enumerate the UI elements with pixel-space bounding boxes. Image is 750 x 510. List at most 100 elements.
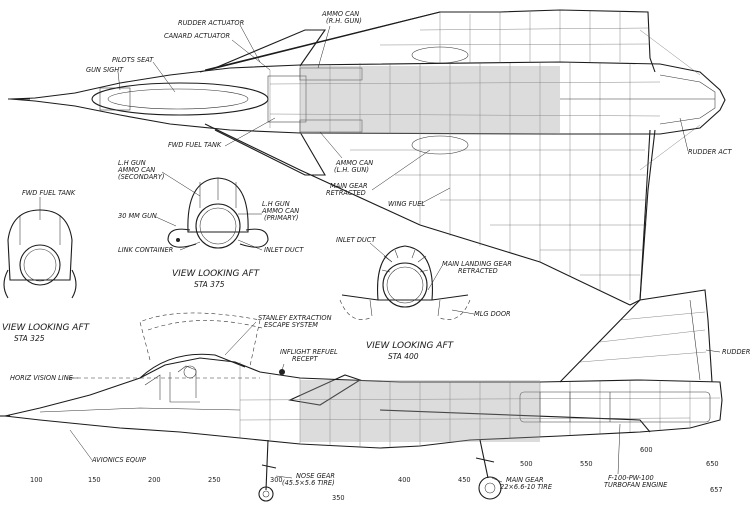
plan-ammo-can-lh [299, 119, 363, 133]
plan-structure-grid [269, 10, 701, 300]
label-gun-sight: GUN SIGHT [86, 66, 124, 74]
label-wing-fuel: WING FUEL [388, 200, 425, 208]
station-350: 350 [332, 494, 345, 502]
label-canard-actuator: CANARD ACTUATOR [164, 32, 230, 40]
sta400-wing-root [341, 294, 469, 301]
side-fuselage [4, 357, 723, 449]
plan-lower-wing-trailing-edge [639, 129, 651, 301]
sta375-guns [167, 228, 269, 248]
station-450: 450 [458, 476, 471, 484]
plan-upper-wing-leading-edge [204, 11, 441, 71]
side-engine [519, 391, 711, 423]
station-scale: 100 150 200 250 300 350 400 450 500 550 … [30, 446, 723, 502]
station-550: 550 [580, 460, 593, 468]
label-pilots-seat: PILOTS SEAT [112, 56, 154, 64]
station-300: 300 [270, 476, 283, 484]
plan-canard-upper [214, 29, 327, 69]
side-canopy-open [139, 312, 261, 367]
plan-fuselage [9, 61, 726, 135]
side-nose-wheel-hub [262, 490, 270, 498]
side-wing [379, 409, 651, 433]
sta400-gear-struts [369, 299, 441, 317]
sta375-gun-muzzle-lh [176, 238, 180, 242]
side-nose-gear-strut [261, 439, 277, 491]
side-main-wheel [478, 476, 502, 500]
label-rudder-actuator: RUDDER ACTUATOR [178, 19, 244, 27]
label-sta-375: STA 375 [194, 280, 225, 289]
side-ejection-seat [169, 365, 200, 403]
sta325-duct [19, 244, 61, 286]
side-canopy-open-2 [147, 320, 263, 331]
side-canard [288, 374, 362, 406]
station-600: 600 [640, 446, 653, 454]
label-nose-gear: NOSE GEAR(45.5×5.6 TIRE) [282, 472, 335, 487]
station-650: 650 [706, 460, 719, 468]
label-sta-325: STA 325 [14, 334, 45, 343]
side-view [4, 289, 723, 502]
side-main-gear-strut [475, 439, 495, 479]
sta400-duct [382, 262, 428, 308]
side-shading [300, 380, 540, 442]
sta375-duct-inner [199, 207, 237, 245]
station-250: 250 [208, 476, 221, 484]
plan-shading [300, 66, 560, 134]
label-ammo-can-rh: AMMO CAN(R.H. GUN) [321, 10, 362, 25]
station-400: 400 [398, 476, 411, 484]
station-100: 100 [30, 476, 43, 484]
side-main-wheel-hub [484, 482, 496, 494]
plan-fwd-fuel-tank [267, 75, 307, 123]
label-rudder: RUDDER [722, 348, 750, 356]
side-instrument-panel [144, 374, 161, 400]
side-vertical-fin [559, 289, 713, 383]
label-ammo-can-lh: AMMO CAN(L.H. GUN) [334, 159, 373, 174]
label-view-aft-400: VIEW LOOKING AFT [366, 341, 455, 351]
label-view-aft-375: VIEW LOOKING AFT [172, 269, 261, 279]
station-500: 500 [520, 460, 533, 468]
label-view-aft-325: VIEW LOOKING AFT [2, 323, 91, 333]
sta325-intakes [3, 269, 77, 299]
sta400-duct-inner [386, 266, 424, 304]
label-inlet-duct-mid: INLET DUCT [336, 236, 376, 244]
sta400-ribs [381, 249, 429, 273]
label-mlg-door: MLG DOOR [474, 310, 511, 318]
sta400-gear-doors [339, 299, 471, 320]
plan-gun-sight [99, 87, 131, 111]
label-fwd-fuel-tank-left: FWD FUEL TANK [22, 189, 76, 197]
plan-engine-nozzle [659, 74, 716, 125]
plan-wing-lower-outline [204, 123, 656, 306]
side-rudder [689, 299, 701, 381]
side-refuel-receptacle [279, 369, 285, 375]
plan-view [9, 9, 726, 306]
plan-view-labels: RUDDER ACTUATOR CANARD ACTUATOR AMMO CAN… [86, 10, 733, 208]
label-inlet-duct-small: INLET DUCT [264, 246, 304, 254]
plan-canopy-inner [107, 88, 249, 110]
station-200: 200 [148, 476, 161, 484]
label-30mm-gun: 30 MM GUN [118, 212, 157, 220]
section-sta-325: FWD FUEL TANK [3, 189, 77, 299]
plan-main-gear-retracted-upper [411, 46, 469, 64]
side-fin-structure [579, 311, 707, 363]
plan-ammo-can-rh [299, 67, 363, 81]
sta400-outline [376, 245, 434, 301]
station-150: 150 [88, 476, 101, 484]
plan-main-gear-retracted [411, 135, 469, 155]
side-nose-strake [39, 407, 241, 413]
sta375-duct [195, 203, 241, 249]
side-canopy [139, 353, 246, 379]
label-link-container: LINK CONTAINER [118, 246, 173, 254]
sta325-duct-inner [23, 248, 57, 282]
label-fwd-fuel-tank-top: FWD FUEL TANK [168, 141, 222, 149]
plan-canard-lower [214, 129, 326, 176]
side-nose-wheel [258, 486, 274, 502]
